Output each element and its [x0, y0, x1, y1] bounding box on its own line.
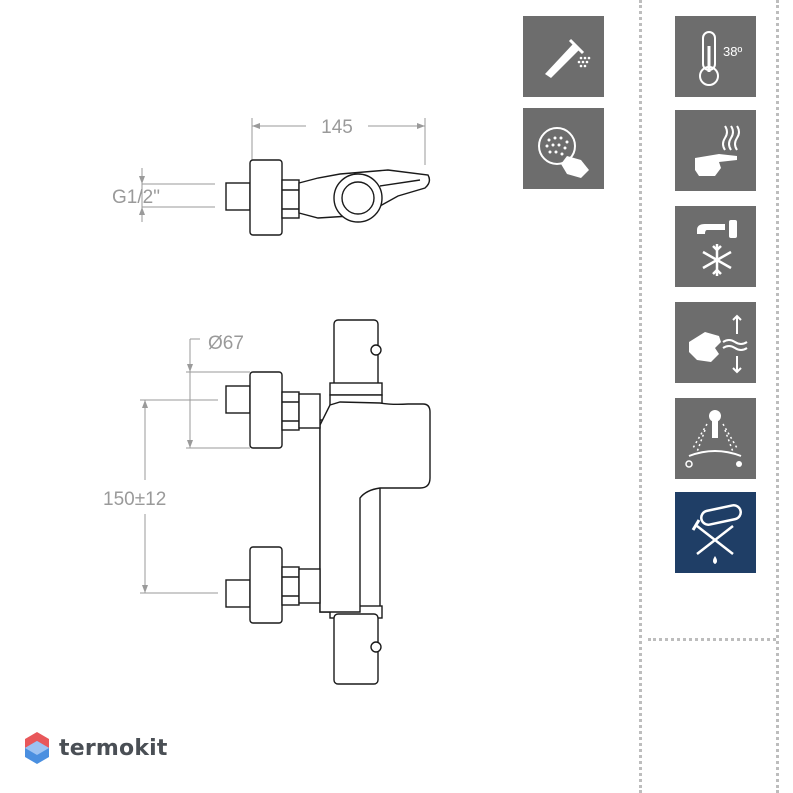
thermometer-icon: 38º: [675, 16, 756, 97]
temperature-text: 38º: [723, 44, 742, 59]
separator-left: [639, 0, 642, 793]
hot-touch-icon: [675, 110, 756, 191]
brand-name: termokit: [59, 735, 168, 761]
diameter-dimension: Ø67: [208, 333, 244, 354]
spray-temperature-icon: [675, 398, 756, 479]
no-heater-icon: [675, 492, 756, 573]
separator-right: [776, 0, 779, 793]
width-dimension: 145: [321, 117, 353, 138]
shower-icon: [523, 16, 604, 97]
spacing-dimension: 150±12: [103, 489, 166, 510]
logo-icon: [25, 732, 49, 764]
thread-dimension: G1/2": [112, 187, 160, 208]
flow-control-icon: [675, 302, 756, 383]
front-view: Ø67 150±12: [103, 319, 431, 685]
brand-logo: termokit: [23, 730, 168, 766]
top-view: 145 G1/2": [112, 117, 431, 236]
separator-horizontal: [648, 638, 776, 641]
cold-water-icon: [675, 206, 756, 287]
rain-touch-icon: [523, 108, 604, 189]
